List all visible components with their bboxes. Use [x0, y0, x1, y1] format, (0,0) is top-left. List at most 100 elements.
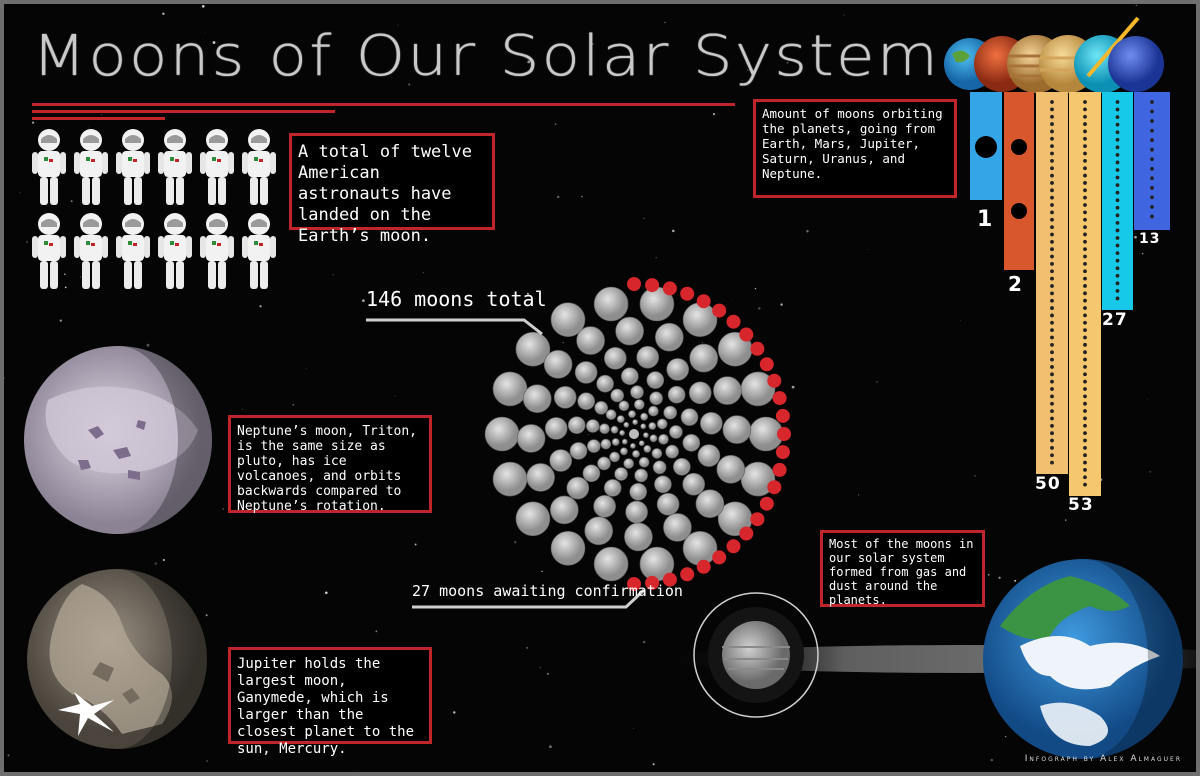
bars-caption-box: Amount of moons orbiting the planets, go…	[753, 99, 957, 198]
moon-dot	[569, 442, 588, 460]
moon-dot	[630, 385, 644, 399]
moon-dot	[713, 376, 742, 405]
moon-dot	[574, 361, 598, 384]
moon-dot	[618, 400, 630, 412]
moon-dot	[632, 449, 640, 458]
moon-dot	[605, 409, 617, 420]
unconfirmed-moon-dot	[759, 496, 774, 511]
moon-dot	[610, 425, 619, 434]
moon-dot	[550, 495, 579, 525]
bar-label-uranus: 27	[1102, 310, 1128, 330]
moon-dot	[656, 492, 680, 516]
unconfirmed-moon-dot	[645, 575, 660, 590]
formation-fact-text: Most of the moons in our solar system fo…	[829, 537, 974, 607]
moon-dot	[651, 448, 663, 459]
astronaut-icon	[158, 213, 192, 289]
moon-dot	[722, 415, 752, 444]
moon-dot	[599, 423, 610, 434]
unconfirmed-moon-dot	[750, 341, 765, 356]
bar-label-mars: 2	[1008, 272, 1023, 296]
moon-dot	[673, 458, 691, 476]
moon-dot	[648, 422, 657, 430]
astronaut-icon	[200, 213, 234, 289]
moon-dot	[619, 429, 625, 436]
moon-dot	[640, 412, 648, 421]
astronaut-icon	[32, 129, 66, 205]
moon-dot	[593, 546, 629, 582]
moon-dot	[600, 438, 612, 450]
moon-dot	[682, 472, 705, 496]
neptune-icon	[1108, 36, 1164, 92]
moons-awaiting-label: 27 moons awaiting confirmation	[412, 582, 683, 600]
moons-total-label: 146 moons total	[366, 287, 547, 311]
astronaut-icon	[200, 129, 234, 205]
astronaut-icon	[32, 213, 66, 289]
moon-dot	[652, 460, 667, 475]
moon-dot	[616, 415, 625, 423]
bars-caption-text: Amount of moons orbiting the planets, go…	[762, 106, 943, 181]
moon-dot	[646, 371, 665, 389]
title-underline-short	[32, 117, 165, 120]
moon-dot	[634, 399, 645, 410]
moon-dot	[634, 468, 648, 483]
moon-dot	[553, 386, 577, 409]
moon-dot	[615, 316, 644, 346]
moon-dot	[611, 438, 620, 446]
moon-dot	[584, 516, 613, 546]
moon-dot	[640, 423, 647, 430]
moon-dot	[549, 449, 572, 472]
moon-dot	[550, 530, 586, 566]
ganymede-illustration	[27, 569, 207, 749]
moon-dot	[623, 421, 630, 428]
bar-mars	[1004, 92, 1034, 270]
unconfirmed-moon-dot	[775, 445, 790, 460]
moon-dot	[666, 358, 689, 381]
moon-dot	[603, 479, 622, 497]
astronaut-icon	[158, 129, 192, 205]
moon-dot	[658, 434, 669, 445]
moon-dot	[597, 456, 611, 471]
triton-fact-box: Neptune’s moon, Triton, is the same size…	[228, 415, 432, 514]
unconfirmed-moon-dot	[712, 550, 727, 565]
moon-dot	[567, 416, 586, 434]
unconfirmed-moon-dot	[680, 567, 695, 582]
unconfirmed-moon-dot	[726, 314, 741, 329]
unconfirmed-moon-dot	[627, 277, 641, 291]
moon-dot	[655, 322, 684, 352]
moon-dot	[586, 419, 600, 433]
moon-dot	[628, 410, 636, 418]
moon-dot	[638, 456, 650, 468]
ganymede-fact-box: Jupiter holds the largest moon, Ganymede…	[228, 647, 432, 757]
moon-dot	[682, 434, 701, 452]
moon-count-bars	[970, 92, 1170, 496]
unconfirmed-moon-dot	[627, 577, 641, 591]
moon-dot	[656, 418, 668, 430]
moon-dot	[544, 417, 568, 440]
moon-dot	[669, 425, 683, 439]
unconfirmed-moon-dot	[772, 462, 787, 477]
unconfirmed-moon-dot	[772, 391, 787, 406]
astronaut-fact-box: A total of twelve American astronauts ha…	[289, 133, 495, 246]
unconfirmed-moon-dot	[726, 539, 741, 554]
moon-dot	[629, 483, 647, 501]
astronaut-icon	[242, 213, 276, 289]
moon-dot	[593, 495, 616, 518]
moon-dot	[632, 419, 638, 425]
moon-dot	[593, 286, 629, 322]
moon-dot	[716, 455, 746, 484]
unconfirmed-moon-dot	[739, 526, 754, 541]
astronaut-icon	[74, 129, 108, 205]
moon-dot	[614, 467, 628, 481]
triton-fact-text: Neptune’s moon, Triton, is the same size…	[237, 424, 418, 514]
formation-fact-box: Most of the moons in our solar system fo…	[820, 530, 985, 607]
moon-dot	[515, 501, 551, 537]
unconfirmed-moon-dot	[712, 303, 727, 318]
bar-label-earth: 1	[977, 207, 994, 232]
moon-dot	[543, 350, 573, 379]
unconfirmed-moon-dot	[645, 278, 660, 293]
moon-dot	[522, 384, 552, 413]
moon-dot	[609, 451, 620, 463]
moon-dot	[621, 367, 639, 385]
moon-dot	[550, 302, 586, 338]
